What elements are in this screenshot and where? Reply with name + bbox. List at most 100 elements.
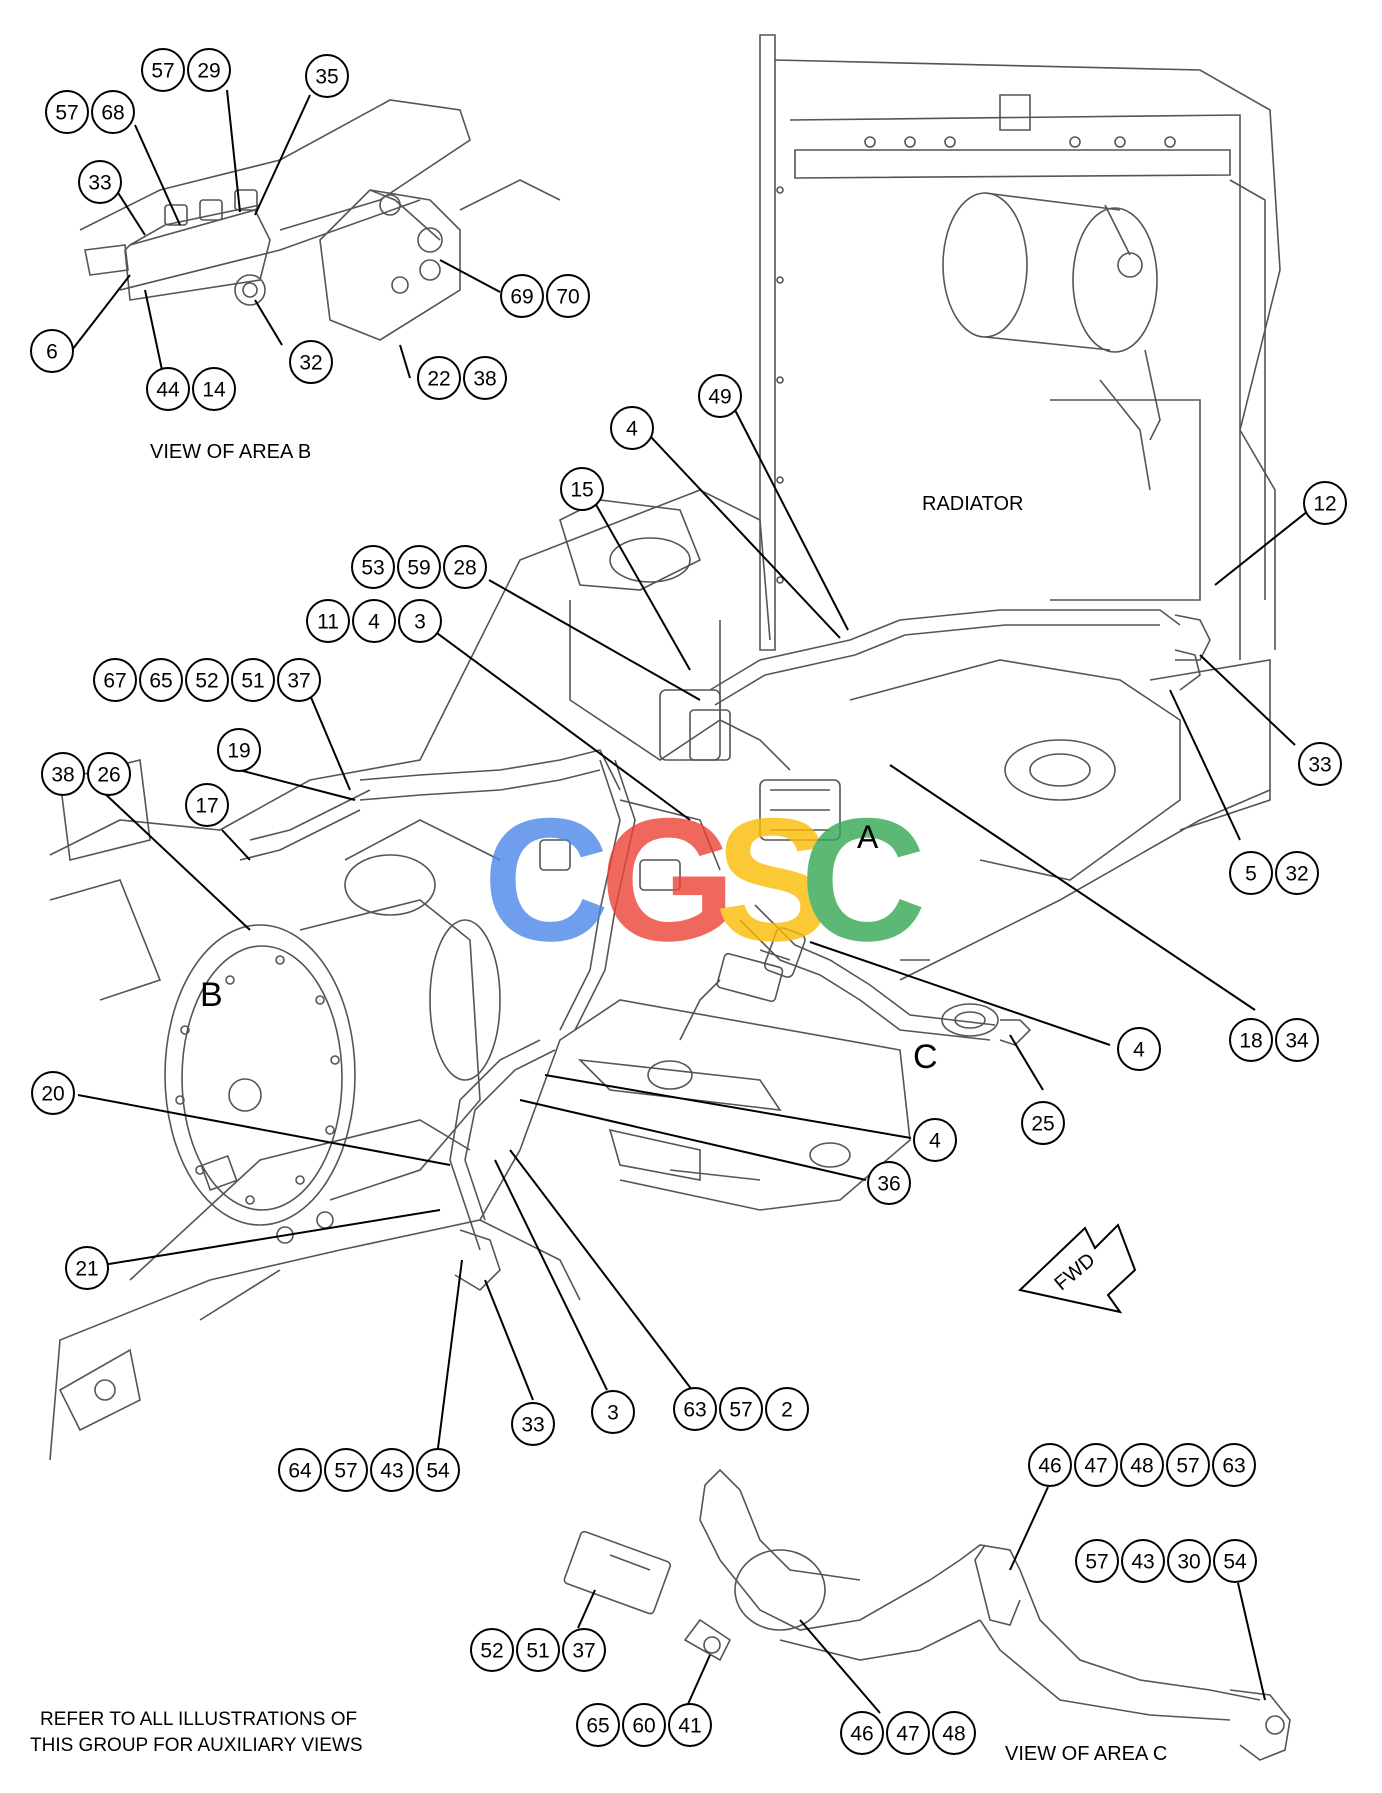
- callout-circle: [622, 1703, 666, 1747]
- callout-circle: [31, 1071, 75, 1115]
- callout-circle: [417, 356, 461, 400]
- callout-number: 60: [632, 1715, 655, 1738]
- callout-number: 6: [46, 341, 58, 364]
- callout-number: 19: [227, 740, 250, 763]
- callout-circle: [305, 54, 349, 98]
- callout-number: 54: [426, 1460, 450, 1483]
- callout-circle: [87, 752, 131, 796]
- callout-circle: [516, 1628, 560, 1672]
- callout-circle: [591, 1390, 635, 1434]
- callout-circle: [560, 467, 604, 511]
- callout-number: 14: [202, 379, 226, 402]
- callout-group: 5 32: [1229, 851, 1319, 895]
- radiator-housing: [759, 34, 1281, 660]
- hose-assembly: [239, 609, 1211, 1292]
- callout-circle: [324, 1448, 368, 1492]
- callout-circle: [1074, 1443, 1118, 1487]
- callout-group: 36: [867, 1161, 911, 1205]
- callout-group: 4: [1117, 1027, 1161, 1071]
- callout-circle: [65, 1246, 109, 1290]
- callout-group: 3: [591, 1390, 635, 1434]
- callout-group: 25: [1021, 1101, 1065, 1145]
- callout-number: 4: [929, 1130, 941, 1153]
- callout-number: 51: [241, 670, 264, 693]
- callout-number: 57: [151, 60, 174, 83]
- callout-number: 43: [380, 1460, 403, 1483]
- callout-circle: [93, 658, 137, 702]
- callout-number: 12: [1313, 493, 1336, 516]
- callout-circle: [30, 329, 74, 373]
- callout-circle: [1298, 742, 1342, 786]
- callout-number: 57: [1085, 1551, 1108, 1574]
- callout-number: 26: [97, 764, 120, 787]
- callout-circle: [1166, 1443, 1210, 1487]
- callout-group: 49: [698, 374, 742, 418]
- callout-circle: [1213, 1539, 1257, 1583]
- callout-number: 48: [1130, 1455, 1153, 1478]
- callout-circle: [913, 1118, 957, 1162]
- callout-number: 69: [510, 286, 533, 309]
- callout-number: 52: [480, 1640, 503, 1663]
- callout-circle: [141, 48, 185, 92]
- callout-number: 47: [1084, 1455, 1107, 1478]
- callout-number: 11: [317, 611, 339, 634]
- callout-number: 63: [1222, 1455, 1245, 1478]
- view-area-c-caption: VIEW OF AREA C: [1005, 1743, 1167, 1765]
- callout-number: 33: [88, 172, 111, 195]
- watermark-letter: C: [483, 783, 609, 978]
- callout-number: 37: [287, 670, 310, 693]
- callout-group: 46 47 48: [840, 1711, 976, 1755]
- callout-circle: [470, 1628, 514, 1672]
- callout-number: 17: [195, 795, 218, 818]
- callout-number: 33: [521, 1414, 544, 1437]
- callout-circle: [562, 1628, 606, 1672]
- refer-note-line-2: THIS GROUP FOR AUXILIARY VIEWS: [30, 1735, 363, 1756]
- callout-group: 15: [560, 467, 604, 511]
- callout-circle: [1275, 1018, 1319, 1062]
- callout-group: 12: [1303, 481, 1347, 525]
- callout-number: 4: [368, 611, 380, 634]
- callout-group: 19: [217, 728, 261, 772]
- callout-number: 32: [1285, 863, 1308, 886]
- callout-circle: [370, 1448, 414, 1492]
- area-b-detail: [79, 99, 561, 341]
- callout-number: 20: [41, 1083, 64, 1106]
- callout-circle: [398, 599, 442, 643]
- callout-number: 48: [942, 1723, 965, 1746]
- callout-group: 17: [185, 783, 229, 827]
- tractor-frame: [49, 489, 1271, 1461]
- callout-group: 11 4 3: [306, 599, 442, 643]
- callout-number: 3: [414, 611, 426, 634]
- callout-circle: [277, 658, 321, 702]
- callout-number: 34: [1285, 1030, 1309, 1053]
- callout-circle: [1303, 481, 1347, 525]
- callout-circle: [1121, 1539, 1165, 1583]
- callout-number: 25: [1031, 1113, 1054, 1136]
- callout-number: 22: [427, 368, 450, 391]
- callout-circle: [351, 545, 395, 589]
- callout-number: 41: [678, 1715, 701, 1738]
- callout-number: 47: [896, 1723, 919, 1746]
- callout-number: 46: [1038, 1455, 1061, 1478]
- callout-group: 33: [78, 160, 122, 204]
- fwd-arrow: FWD: [1017, 1223, 1137, 1314]
- lower-guard-detail: [679, 952, 784, 1041]
- refer-note-line-1: REFER TO ALL ILLUSTRATIONS OF: [40, 1709, 357, 1730]
- area-c-detail: [563, 1468, 1291, 1761]
- callout-number: 5: [1245, 863, 1257, 886]
- callout-number: 2: [781, 1399, 793, 1422]
- callout-circle: [443, 545, 487, 589]
- callout-circle: [673, 1387, 717, 1431]
- callout-circle: [698, 374, 742, 418]
- callout-number: 46: [850, 1723, 873, 1746]
